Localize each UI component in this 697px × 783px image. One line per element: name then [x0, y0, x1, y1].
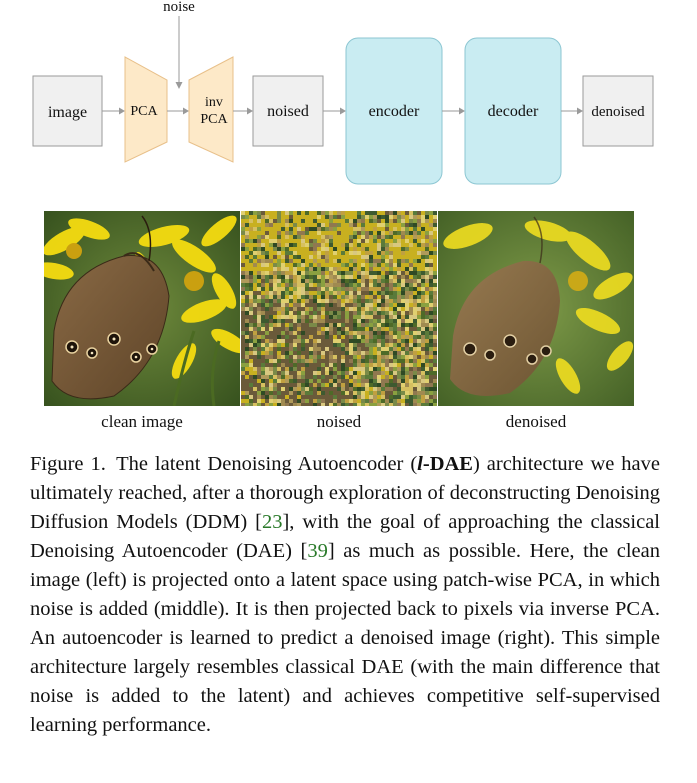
clean-image — [44, 211, 240, 406]
noised-box — [252, 75, 324, 147]
noise-arrow-head — [175, 82, 183, 89]
inv-label: inv — [205, 95, 223, 110]
pca-block — [124, 56, 168, 163]
noised-box-label: noised — [267, 103, 309, 120]
noised-image — [241, 211, 437, 406]
denoised-image — [438, 211, 634, 406]
clean-image-label: clean image — [101, 412, 183, 431]
noise-label: noise — [163, 0, 195, 15]
model-name: l-DAE — [417, 453, 473, 475]
decoder-label: decoder — [488, 103, 539, 120]
model-name-rest: -DAE — [422, 453, 473, 475]
noised-image-label: noised — [316, 412, 362, 431]
figure-caption: Figure 1. The latent Denoising Autoencod… — [30, 450, 660, 740]
pca-label: PCA — [130, 104, 158, 119]
citation-link-39[interactable]: 39 — [307, 540, 328, 562]
caption-text-d: ] as much as possible. Here, the clean i… — [30, 540, 660, 736]
architecture-diagram: noise image PCA inv PCA noised encoder d… — [32, 0, 654, 185]
figure-number: Figure 1. — [30, 453, 106, 475]
inv-pca-block — [188, 56, 234, 163]
denoised-box-label: denoised — [591, 104, 645, 120]
denoised-box — [582, 75, 654, 147]
denoised-image-label: denoised — [505, 412, 567, 431]
caption-text-c: ], with the goal of approaching the clas… — [30, 511, 660, 562]
inv-pca-label: PCA — [200, 112, 228, 127]
model-name-italic: l — [417, 453, 423, 475]
caption-text-a: The latent Denoising Autoencoder ( — [116, 453, 418, 475]
encoder-label: encoder — [369, 103, 420, 120]
caption-text-b: ) architecture we have ultimately reache… — [30, 453, 660, 533]
citation-link-23[interactable]: 23 — [261, 511, 283, 533]
image-box-label: image — [48, 104, 87, 121]
